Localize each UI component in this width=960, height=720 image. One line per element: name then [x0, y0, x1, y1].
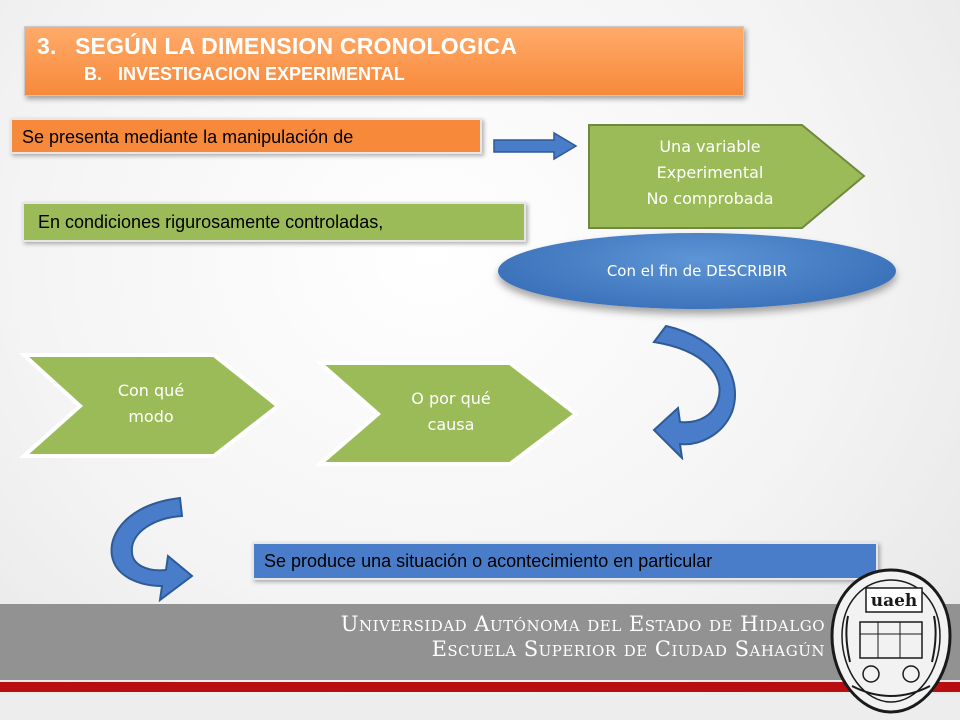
footer-red-line	[0, 682, 960, 692]
chevron-how-line-2: modo	[128, 407, 174, 426]
curved-arrow-icon	[652, 324, 737, 460]
university-seal-icon: uaeh	[830, 568, 952, 714]
conditions-label: En condiciones rigurosamente controladas…	[22, 202, 526, 242]
footer-band	[0, 604, 960, 680]
chevron-how-text: Con qué modo	[86, 378, 216, 430]
university-name: Universidad Autónoma del Estado de Hidal…	[340, 612, 825, 636]
variable-text-line-2: Experimental	[656, 163, 764, 182]
purpose-ellipse: Con el fin de DESCRIBIR	[498, 233, 896, 309]
footer-bottom-strip	[0, 694, 960, 720]
seal-text: uaeh	[871, 591, 918, 611]
variable-text: Una variable Experimental No comprobada	[596, 134, 824, 212]
school-name: Escuela Superior de Ciudad Sahagún	[431, 637, 825, 661]
variable-pentagon	[588, 124, 866, 229]
title-banner: 3. SEGÚN LA DIMENSION CRONOLOGICA B. INVES…	[24, 26, 744, 96]
chevron-how	[18, 353, 282, 458]
title-line-1: 3. SEGÚN LA DIMENSION CRONOLOGICA	[37, 33, 743, 60]
chevron-why-line-1: O por qué	[411, 389, 491, 408]
chevron-why-line-2: causa	[427, 415, 475, 434]
chevron-how-line-1: Con qué	[117, 381, 185, 400]
curved-arrow-icon-2	[110, 496, 194, 603]
manipulation-label: Se presenta mediante la manipulación de	[10, 118, 482, 154]
title-line-2: B. INVESTIGACION EXPERIMENTAL	[84, 64, 743, 85]
chevron-why-text: O por qué causa	[386, 386, 516, 438]
purpose-ellipse-text: Con el fin de DESCRIBIR	[606, 262, 788, 280]
title-line-1-text: SEGÚN LA DIMENSION CRONOLOGICA	[75, 33, 518, 59]
university-name-block: Universidad Autónoma del Estado de Hidal…	[341, 612, 825, 662]
variable-text-line-1: Una variable	[659, 137, 761, 156]
title-line-2-number: B.	[84, 64, 102, 84]
right-arrow-icon	[493, 131, 578, 161]
situation-label: Se produce una situación o acontecimient…	[252, 542, 878, 580]
chevron-why	[314, 361, 580, 466]
title-line-2-text: INVESTIGACION EXPERIMENTAL	[118, 64, 405, 84]
variable-text-line-3: No comprobada	[646, 189, 774, 208]
title-line-1-number: 3.	[37, 33, 57, 59]
